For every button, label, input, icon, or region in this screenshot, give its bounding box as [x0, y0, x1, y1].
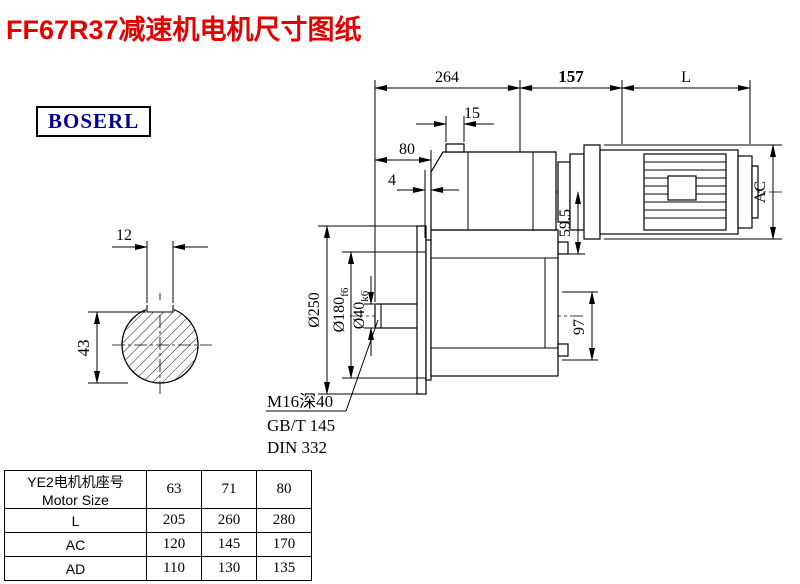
dim-15: 15 — [464, 105, 480, 122]
dim-AC: AC — [752, 181, 769, 203]
dia-40-value: Ø40 — [351, 302, 368, 330]
table-header-en: Motor Size — [42, 491, 109, 508]
dim-4: 4 — [388, 172, 396, 189]
table-row-L: L 205 260 280 — [4, 508, 312, 533]
table-cell: 135 — [256, 556, 312, 581]
motor-size-table: YE2电机机座号 Motor Size 63 71 80 L 205 260 2… — [4, 470, 312, 581]
table-cell: 170 — [256, 532, 312, 557]
dimension-59-5: 59.5 — [557, 191, 585, 255]
dim-80: 80 — [399, 141, 415, 158]
brand-logo-box: BOSERL — [36, 106, 152, 137]
table-row-AD: AD 110 130 135 — [4, 556, 312, 581]
dia-40-tolerance: k6 — [359, 290, 371, 302]
table-header-row: YE2电机机座号 Motor Size 63 71 80 — [4, 470, 312, 509]
dimension-dia-180: Ø180f6 — [331, 251, 426, 379]
dim-43: 43 — [74, 340, 93, 357]
dia-180-tolerance: f6 — [339, 287, 351, 297]
row-label-AD: AD — [4, 556, 147, 581]
dim-59-5: 59.5 — [557, 209, 574, 237]
dim-264: 264 — [435, 69, 459, 86]
dim-L: L — [681, 69, 691, 86]
dim-dia-180: Ø180f6 — [331, 287, 351, 332]
table-header-size-63: 63 — [146, 470, 202, 509]
dim-157: 157 — [558, 67, 584, 86]
brand-logo-text: BOSERL — [48, 109, 140, 133]
row-label-AC: AC — [4, 532, 147, 557]
dimension-AC: AC — [604, 144, 782, 240]
dimension-dia-40: Ø40k6 — [351, 276, 374, 356]
table-header-size-80: 80 — [256, 470, 312, 509]
gearbox-outline — [374, 143, 569, 395]
table-row-AC: AC 120 145 170 — [4, 532, 312, 557]
dim-dia-40: Ø40k6 — [351, 290, 371, 329]
dimension-15: 15 — [416, 105, 494, 142]
table-header-cn: YE2电机机座号 — [27, 473, 124, 490]
motor-outline — [557, 144, 759, 240]
thread-annotation: M16深40 GB/T 145 DIN 332 — [266, 319, 379, 457]
dimension-4: 4 — [388, 170, 459, 238]
table-cell: 260 — [201, 508, 257, 533]
dim-97: 97 — [571, 319, 588, 335]
dimension-80: 80 — [374, 141, 432, 224]
table-header-size-71: 71 — [201, 470, 257, 509]
standard-gb-text: GB/T 145 — [267, 416, 335, 435]
dimension-43: 43 — [74, 311, 146, 384]
table-cell: 120 — [146, 532, 202, 557]
dim-dia-250: Ø250 — [306, 292, 323, 328]
table-cell: 145 — [201, 532, 257, 557]
table-cell: 130 — [201, 556, 257, 581]
dimension-top-row: 264 157 L — [374, 67, 751, 302]
table-cell: 280 — [256, 508, 312, 533]
dimension-dia-250: Ø250 — [306, 225, 417, 395]
dimension-97: 97 — [562, 291, 598, 361]
table-header-motor-size: YE2电机机座号 Motor Size — [4, 470, 147, 509]
page-title: FF67R37减速机电机尺寸图纸 — [6, 15, 362, 45]
table-cell: 110 — [146, 556, 202, 581]
dia-180-value: Ø180 — [331, 297, 348, 333]
standard-din-text: DIN 332 — [267, 438, 327, 457]
row-label-L: L — [4, 508, 147, 533]
dim-12: 12 — [116, 227, 132, 244]
shaft-section-detail — [121, 300, 199, 384]
thread-spec-text: M16深40 — [267, 392, 333, 411]
dimension-12: 12 — [112, 227, 208, 303]
table-cell: 205 — [146, 508, 202, 533]
